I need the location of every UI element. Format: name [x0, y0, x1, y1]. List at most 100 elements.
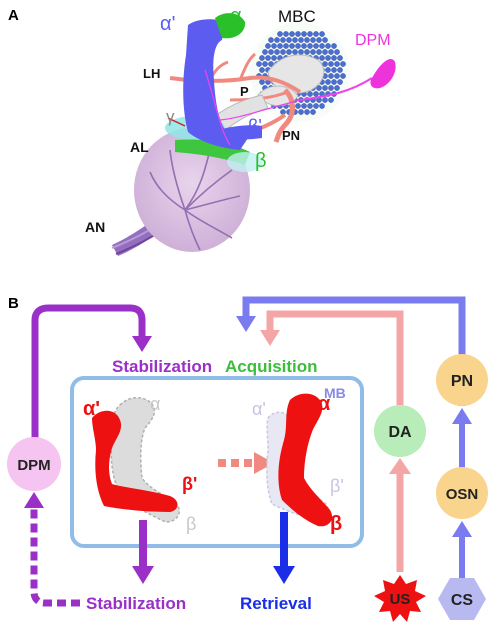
calyx-dot: [292, 49, 298, 55]
calyx-dot: [319, 43, 325, 49]
da-loop-arrowhead: [260, 330, 280, 346]
calyx-dot: [307, 91, 313, 97]
node-cs-label: CS: [451, 592, 474, 609]
calyx-dot: [331, 79, 337, 85]
node-osn: [436, 467, 488, 519]
node-dpm: [7, 437, 61, 491]
label-stabilization-bottom: Stabilization: [86, 594, 186, 613]
calyx-dot: [331, 67, 337, 73]
calyx-dot: [307, 103, 313, 109]
calyx-dot: [334, 49, 340, 55]
label-p: P: [240, 84, 249, 99]
calyx-dot: [274, 37, 280, 43]
pn-loop-arrowhead: [236, 316, 256, 332]
alpha-prime-lobe-a: [183, 19, 248, 150]
node-pn: [436, 354, 488, 406]
calyx-dot: [301, 31, 307, 37]
calyx-dot: [289, 31, 295, 37]
calyx-dot: [313, 103, 319, 109]
label-retrieval: Retrieval: [240, 594, 312, 613]
pn-loop-path: [242, 296, 466, 406]
calyx-dot: [286, 49, 292, 55]
calyx-dot: [310, 37, 316, 43]
calyx-dot: [337, 55, 343, 61]
stabilization-down-arrowhead: [132, 566, 154, 584]
node-da-label: DA: [388, 424, 412, 441]
label-left-alpha-prime: α': [83, 398, 100, 420]
calyx-dot: [280, 109, 286, 115]
calyx-dot: [319, 31, 325, 37]
calyx-dot: [316, 85, 322, 91]
node-cs: [438, 578, 486, 620]
calyx-dot: [307, 31, 313, 37]
calyx-dot: [304, 49, 310, 55]
dpm-neuron: [204, 58, 396, 146]
label-right-alpha-prime: α': [252, 399, 266, 419]
calyx-dot: [337, 79, 343, 85]
dpm-dashed-arrowhead: [24, 492, 44, 508]
calyx-dot: [325, 79, 331, 85]
calyx-dot: [259, 67, 265, 73]
node-da: [374, 405, 426, 457]
gamma-pointer: [167, 117, 186, 127]
calyx-dot: [319, 55, 325, 61]
right-lobe: α' α β' β: [252, 393, 344, 535]
calyx-dot: [256, 61, 262, 67]
panel-a-letter: A: [8, 7, 19, 24]
calyx-dot: [322, 49, 328, 55]
calyx-dot: [322, 37, 328, 43]
calyx-dot: [322, 97, 328, 103]
label-stabilization-top: Stabilization: [112, 357, 212, 376]
calyx-dot: [310, 109, 316, 115]
label-al: AL: [130, 139, 149, 155]
left-lobe-alpha-prime-red: [92, 410, 178, 512]
dpm-dashed-loop: [30, 505, 80, 607]
calyx-dot: [316, 49, 322, 55]
label-an: AN: [85, 219, 105, 235]
calyx-dot: [301, 43, 307, 49]
calyx-dot: [262, 61, 268, 67]
dpm-top-arrowhead: [132, 336, 152, 352]
calyx-dot: [283, 43, 289, 49]
calyx-dot: [262, 49, 268, 55]
calyx-dot: [325, 43, 331, 49]
calyx-dot: [328, 73, 334, 79]
node-us: [374, 575, 426, 622]
node-dpm-label: DPM: [17, 457, 50, 474]
calyx-dot: [340, 73, 346, 79]
label-mb: MB: [324, 385, 346, 401]
da-loop-path: [266, 310, 404, 405]
panel-b-letter: B: [8, 295, 19, 312]
transition-arrowhead: [254, 452, 274, 474]
node-us-label: US: [390, 591, 411, 608]
calyx-dot: [328, 97, 334, 103]
label-mbc: MBC: [278, 7, 316, 26]
label-lh: LH: [143, 66, 160, 81]
calyx-dot: [277, 31, 283, 37]
calyx-dot: [286, 37, 292, 43]
calyx-dot: [277, 43, 283, 49]
alpha-lobe-a: [215, 13, 246, 39]
calyx-dot: [295, 103, 301, 109]
label-right-beta: β: [330, 513, 342, 535]
calyx-dot: [265, 55, 271, 61]
cs-to-osn-arrowhead: [452, 521, 472, 537]
label-pn-a: PN: [282, 128, 300, 143]
calyx-dot: [331, 55, 337, 61]
calyx-dot: [334, 73, 340, 79]
label-beta-prime-a: β': [248, 116, 262, 136]
calyx-dot: [289, 43, 295, 49]
node-osn-label: OSN: [446, 486, 479, 503]
calyx-dot: [331, 43, 337, 49]
label-left-beta-prime: β': [182, 474, 197, 494]
calyx-dot: [298, 109, 304, 115]
calyx-dot: [301, 103, 307, 109]
calyx-dot: [283, 31, 289, 37]
beta-tip-a: [227, 152, 263, 172]
calyx-dot: [304, 109, 310, 115]
calyx-dot: [271, 43, 277, 49]
calyx-dot: [316, 37, 322, 43]
label-alpha-prime-a: α': [160, 13, 175, 35]
calyx-dot: [337, 67, 343, 73]
calyx-dot: [259, 55, 265, 61]
